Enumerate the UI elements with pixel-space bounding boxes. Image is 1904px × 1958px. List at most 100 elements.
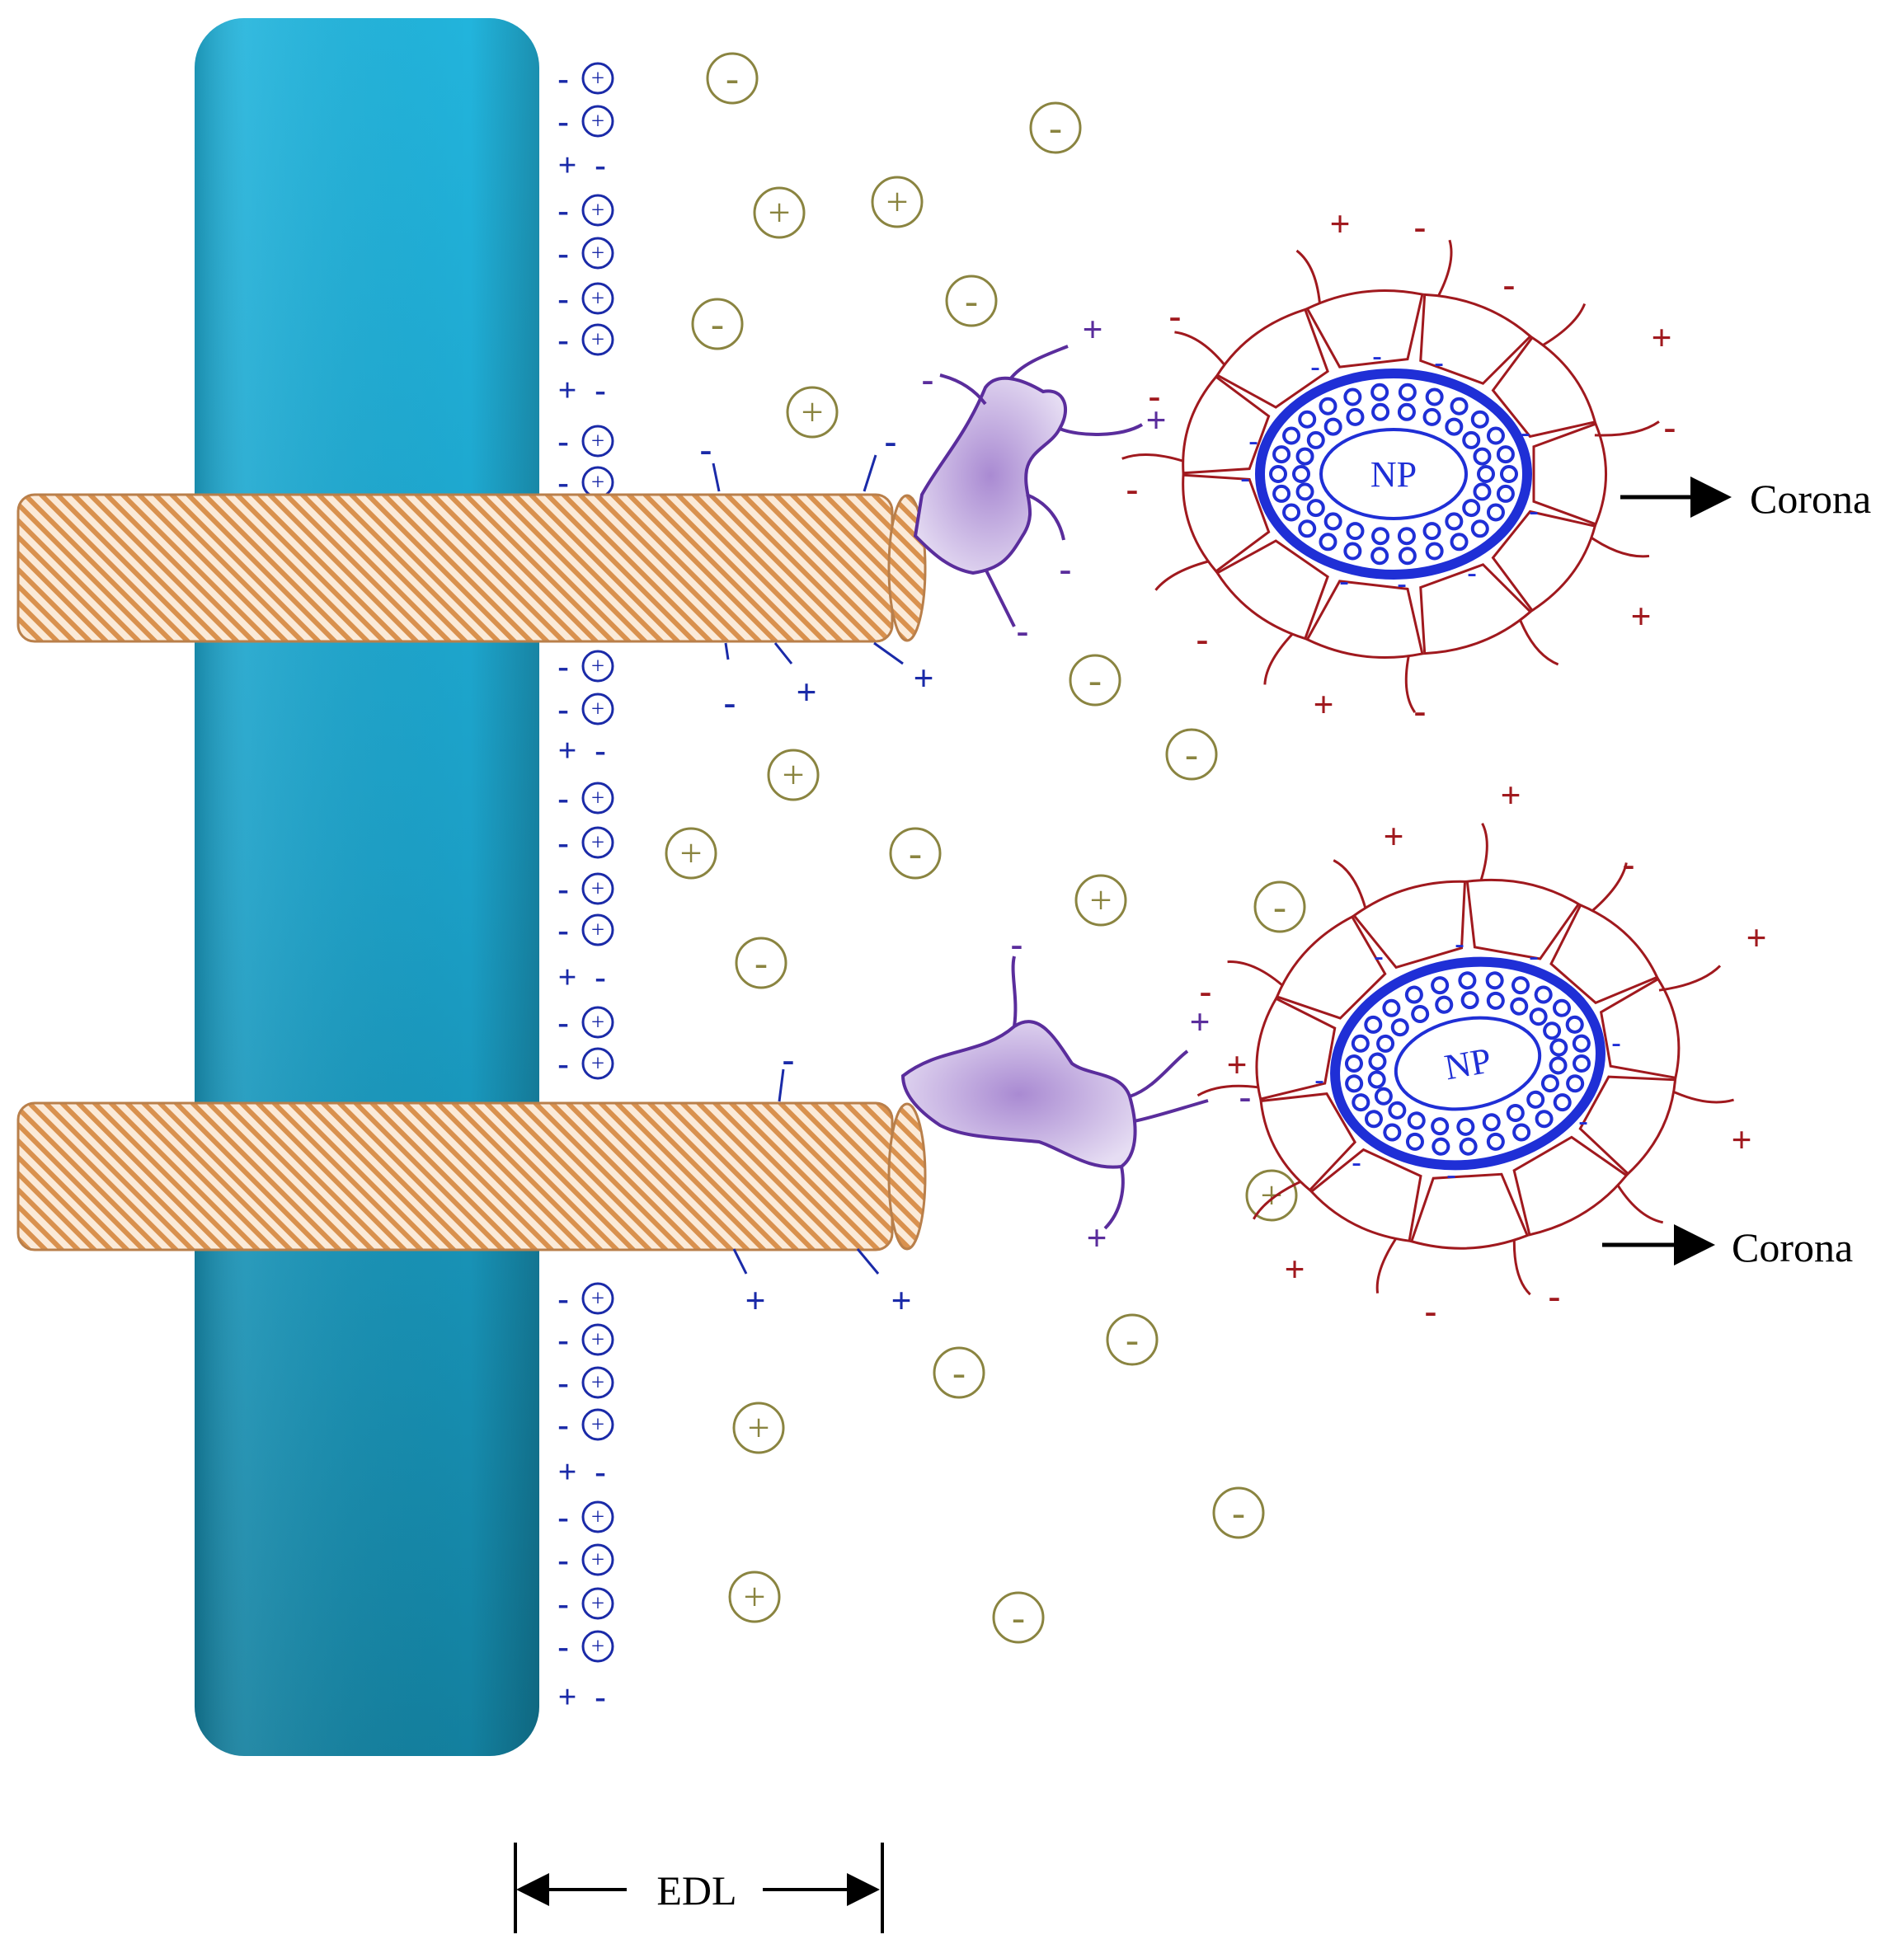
np-pore [1512, 1123, 1531, 1142]
free-cation: + [728, 1571, 781, 1623]
edl-minus-sign: - [595, 372, 605, 409]
svg-text:+: + [591, 1590, 604, 1617]
svg-text:-: - [1012, 1596, 1025, 1640]
edl-minus-sign: - [557, 824, 568, 862]
corona-charge-sign: + [1651, 318, 1671, 359]
edl-minus-sign: - [557, 1406, 568, 1444]
edl-minus-sign: - [557, 464, 568, 501]
edl-counter-ion: + [581, 1543, 614, 1576]
np-pore [1298, 410, 1317, 429]
edl-counter-ion: + [581, 782, 614, 815]
np-pore [1486, 991, 1505, 1010]
fiber-top [16, 493, 927, 643]
corona-tail [1668, 1088, 1734, 1104]
edl-minus-sign: - [557, 103, 568, 140]
np-pore [1295, 482, 1314, 501]
protein-charge-sign: - [922, 359, 934, 400]
corona-tail [1196, 1084, 1264, 1097]
np-pore [1462, 430, 1481, 449]
svg-text:+: + [591, 326, 604, 353]
np-pore [1477, 465, 1495, 483]
np-pore [1496, 484, 1515, 503]
edl-minus-sign: - [557, 1499, 568, 1536]
corona-protein [1305, 580, 1424, 660]
edl-plus-sign: + [558, 147, 577, 184]
corona-charge-sign: - [1126, 469, 1139, 509]
svg-text:-: - [1273, 885, 1286, 929]
np-pore [1572, 1034, 1591, 1053]
np-pore [1282, 503, 1301, 522]
corona-charge-sign: + [1630, 597, 1651, 637]
np-pore [1450, 533, 1469, 552]
np-pore [1540, 1074, 1559, 1093]
svg-text:-: - [909, 832, 922, 876]
corona-protein [1599, 977, 1681, 1080]
svg-text:-: - [1049, 106, 1062, 150]
corona-tail [1658, 965, 1722, 992]
svg-text:+: + [743, 1575, 765, 1619]
corona-tail [1516, 614, 1559, 666]
np-surface-charge: - [1310, 352, 1319, 383]
np-surface-charge: - [1611, 1028, 1620, 1059]
edl-plus-sign: + [558, 372, 577, 409]
edl-plus-sign: + [558, 1679, 577, 1716]
svg-text:+: + [591, 1369, 604, 1396]
protein-charge-sign: - [1011, 924, 1023, 965]
svg-text:-: - [755, 941, 768, 985]
np-pore [1370, 547, 1389, 566]
svg-text:+: + [679, 832, 702, 876]
corona-protein [1215, 539, 1329, 641]
np-pore [1370, 383, 1389, 401]
svg-text:+: + [768, 191, 790, 235]
free-cation: + [786, 386, 839, 439]
corona-tail [1537, 303, 1587, 350]
np-pore [1398, 383, 1417, 401]
protein-charge-sign: - [1060, 549, 1072, 589]
corona-protein [1255, 997, 1337, 1101]
corona-protein [1182, 473, 1271, 573]
free-cation: + [767, 749, 820, 801]
corona-tail [1512, 1234, 1531, 1296]
svg-text:+: + [591, 240, 604, 266]
np-pore [1390, 1018, 1409, 1037]
edl-label: EDL [656, 1867, 736, 1913]
corona-protein [1465, 878, 1581, 960]
np-pore [1364, 1015, 1383, 1034]
np-pore [1383, 1123, 1402, 1142]
svg-text:+: + [747, 1406, 769, 1450]
corona-tail [1227, 960, 1287, 990]
svg-text:-: - [1185, 733, 1198, 777]
corona-protein [1532, 422, 1608, 526]
corona-tail [1263, 629, 1297, 685]
protein-top [913, 345, 1144, 627]
np-inner-ring [1319, 428, 1468, 520]
np-pore [1368, 1052, 1387, 1071]
np-pore [1486, 426, 1505, 445]
np-pore [1445, 512, 1464, 531]
np-surface-charge: - [1578, 1106, 1587, 1137]
np-pore [1456, 1117, 1475, 1136]
np-surface-charge: - [1446, 1160, 1455, 1190]
edl-counter-ion: + [581, 1282, 614, 1315]
np-surface-charge: - [1374, 941, 1383, 972]
svg-text:+: + [591, 1050, 604, 1077]
svg-text:+: + [591, 1504, 604, 1530]
np-pore [1397, 527, 1416, 546]
np-label-bottom: NP [1441, 1040, 1494, 1087]
np-pore [1470, 410, 1489, 429]
free-cation: + [871, 176, 924, 228]
edl-dimension [514, 1843, 884, 1933]
np-pore [1529, 1007, 1548, 1026]
svg-text:+: + [782, 754, 804, 797]
corona-protein [1419, 563, 1533, 655]
protein-bottom [900, 956, 1209, 1230]
np-pore [1292, 465, 1310, 483]
svg-text:+: + [591, 197, 604, 223]
nanoparticle-top: ----------+---+---+-+- [1121, 204, 1676, 731]
svg-text:+: + [591, 876, 604, 902]
svg-text:-: - [726, 57, 739, 101]
np-pore [1319, 397, 1338, 416]
np-pore [1566, 1074, 1585, 1093]
np-pore [1306, 499, 1325, 518]
corona-charge-sign: - [1664, 407, 1676, 448]
